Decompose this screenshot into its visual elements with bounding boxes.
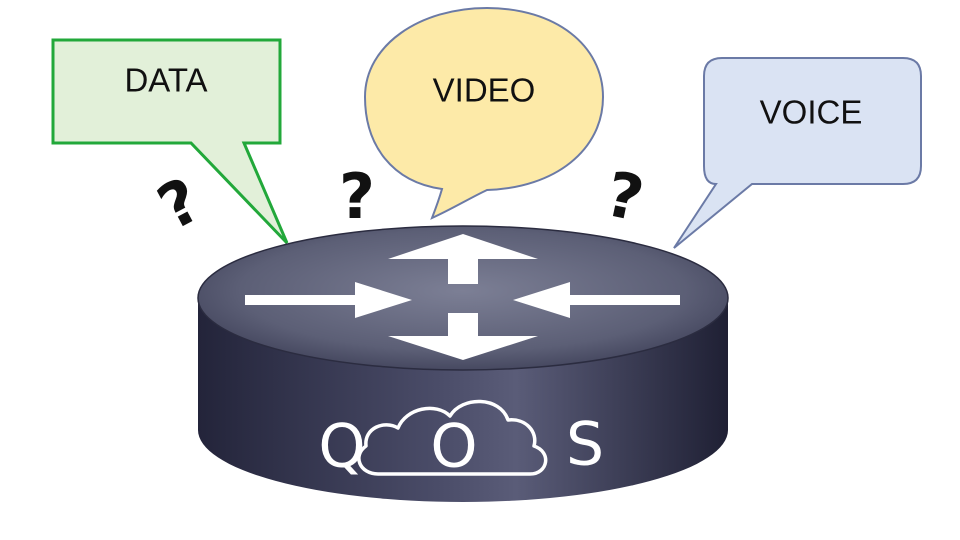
question-mark-left: ? [146,163,212,244]
video-bubble-shape [363,6,605,220]
router-arrows-icon [245,234,680,360]
question-mark-center: ? [339,160,375,233]
data-bubble-shape [51,38,289,245]
voice-label: VOICE [760,94,863,131]
arrow-left [513,282,680,318]
arrow-down [388,313,538,360]
video-bubble: VIDEO [363,6,605,220]
qos-letter-q: Q [318,412,365,482]
data-label: DATA [124,62,207,99]
video-label: VIDEO [433,72,536,109]
arrow-right [245,282,412,318]
data-bubble: DATA [51,38,289,245]
question-mark-right: ? [600,157,650,236]
qos-letter-o: O [430,412,477,482]
router-icon: Q O S [197,225,729,502]
router-top [197,225,729,371]
voice-bubble-shape [673,57,922,249]
cloud-icon [357,399,548,476]
qos-letter-s: S [566,410,604,480]
voice-bubble: VOICE [673,57,922,249]
arrow-up [388,234,538,284]
